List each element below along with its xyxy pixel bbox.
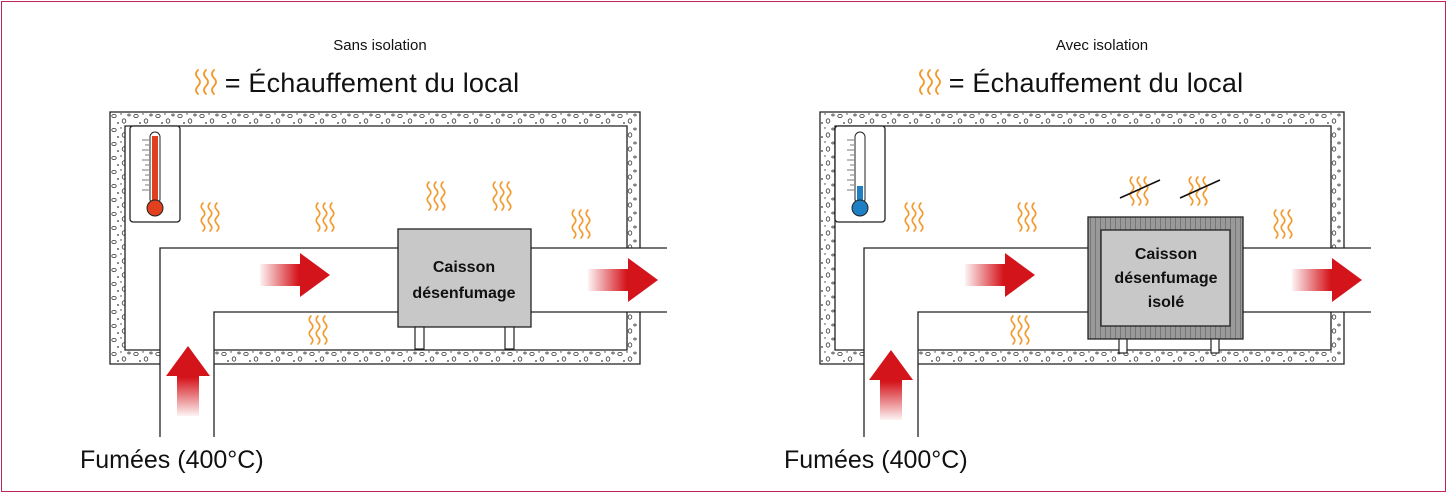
box-label-line1: Caisson (433, 259, 495, 276)
heat-legend: = Échauffement du local (780, 68, 1380, 99)
flow-arrow-icon (260, 253, 330, 297)
panel-subtitle: Sans isolation (333, 37, 427, 54)
box-label-line2: désenfumage (412, 285, 515, 302)
heat-wave-icon (492, 181, 512, 211)
left-diagram: Caisson désenfumage (109, 111, 667, 437)
blocked-heat-icon (1119, 176, 1161, 206)
smoke-label: Fumées (400°C) (784, 446, 968, 474)
flow-arrow-icon (588, 258, 658, 302)
flow-arrow-icon (1292, 258, 1362, 302)
heat-legend: = Échauffement du local (56, 68, 656, 99)
panel-with-insulation: Avec isolation = Échauffement du local F… (724, 0, 1444, 493)
box-feet (414, 326, 515, 350)
smoke-box (397, 228, 532, 328)
smoke-label: Fumées (400°C) (80, 446, 264, 474)
right-diagram: Caisson désenfumage isolé (819, 111, 1371, 437)
blocked-heat-icon (1179, 176, 1221, 206)
thermometer-icon (129, 125, 181, 223)
smoke-box (1100, 229, 1231, 327)
heat-wave-icon (1273, 209, 1293, 239)
room-wall (109, 111, 641, 365)
legend-text: = Échauffement du local (224, 68, 520, 98)
heat-wave-icon (426, 181, 446, 211)
thermometer-icon (834, 125, 886, 223)
flow-arrow-icon (965, 253, 1035, 297)
room-wall (819, 111, 1345, 365)
legend-text: = Échauffement du local (948, 68, 1244, 98)
panel-without-insulation: Sans isolation = Échauffement du local F… (0, 0, 720, 493)
box-label-line3: isolé (1148, 294, 1185, 311)
box-label-line2: désenfumage (1114, 270, 1217, 287)
duct (863, 247, 1371, 437)
heat-wave-icon (308, 315, 328, 345)
heat-wave-icon (1017, 202, 1037, 232)
duct (159, 247, 667, 437)
panel-subtitle: Avec isolation (1055, 37, 1149, 54)
heat-wave-icon (200, 202, 220, 232)
heat-wave-icon (918, 69, 941, 95)
heat-wave-icon (904, 202, 924, 232)
box-feet (1118, 338, 1220, 354)
heat-wave-icon (571, 209, 591, 239)
box-label-line1: Caisson (1135, 246, 1197, 263)
heat-wave-icon (315, 202, 335, 232)
heat-wave-icon (1010, 315, 1030, 345)
heat-wave-icon (194, 69, 217, 95)
